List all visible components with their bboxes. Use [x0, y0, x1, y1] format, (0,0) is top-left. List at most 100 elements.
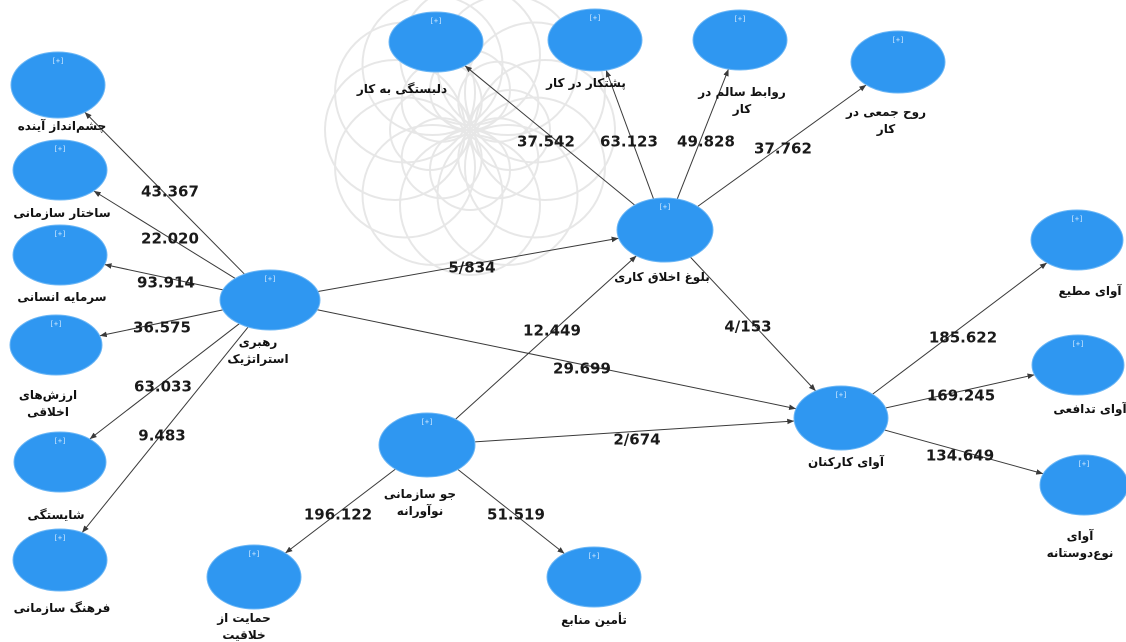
node-relations-shape[interactable]: [692, 9, 788, 71]
path-coefficient: 36.575: [133, 319, 191, 337]
node-prosocial-label: آوای: [1067, 528, 1095, 544]
path-coefficient: 196.122: [304, 506, 372, 524]
path-coefficient: 63.123: [600, 133, 658, 151]
node-creativity-label: حمایت از: [216, 611, 271, 625]
node-culture[interactable]: [+]: [12, 528, 108, 592]
node-ethics-label: بلوغ اخلاق کاری: [614, 270, 709, 285]
node-ethics[interactable]: [+]: [616, 197, 714, 263]
node-defensive-shape[interactable]: [1031, 334, 1125, 396]
node-expand-icon: [+]: [54, 437, 67, 445]
edge-ethics-to-voice: [690, 256, 817, 392]
node-interest[interactable]: [+]: [388, 11, 484, 73]
node-structure-shape[interactable]: [12, 139, 108, 201]
node-relations[interactable]: [+]: [692, 9, 788, 71]
node-defensive[interactable]: [+]: [1031, 334, 1125, 396]
node-merit-shape[interactable]: [13, 431, 107, 493]
node-prosocial[interactable]: [+]: [1039, 454, 1126, 516]
path-coefficient: 63.033: [134, 378, 192, 396]
node-structure-label: ساختار سازمانی: [13, 206, 110, 220]
node-structure[interactable]: [+]: [12, 139, 108, 201]
node-climate-label: نوآورانه: [397, 503, 443, 519]
node-merit[interactable]: [+]: [13, 431, 107, 493]
edge-leadership-to-merit: [89, 323, 240, 440]
node-voice-shape[interactable]: [793, 385, 889, 451]
edge-leadership-to-structure: [93, 190, 236, 279]
node-creativity-shape[interactable]: [206, 544, 302, 610]
node-voice[interactable]: [+]: [793, 385, 889, 451]
node-leadership-label: استراتژیک: [227, 352, 288, 366]
node-leadership[interactable]: [+]: [219, 269, 321, 331]
node-expand-icon: [+]: [1078, 460, 1091, 468]
node-expand-icon: [+]: [589, 14, 602, 22]
node-expand-icon: [+]: [1071, 215, 1084, 223]
node-vision-shape[interactable]: [10, 51, 106, 119]
node-vision[interactable]: [+]: [10, 51, 106, 119]
edge-ethics-to-collective: [697, 84, 867, 207]
edge-voice-to-obedient: [872, 262, 1048, 395]
node-expand-icon: [+]: [50, 320, 63, 328]
node-values-shape[interactable]: [9, 314, 103, 376]
edge-leadership-to-ethics: [317, 236, 619, 292]
path-coefficient: 37.542: [517, 133, 575, 151]
node-leadership-shape[interactable]: [219, 269, 321, 331]
node-collective-label: روح جمعی در: [845, 105, 926, 120]
node-values[interactable]: [+]: [9, 314, 103, 376]
node-culture-shape[interactable]: [12, 528, 108, 592]
node-diligence-shape[interactable]: [547, 8, 643, 72]
node-expand-icon: [+]: [588, 552, 601, 560]
node-climate[interactable]: [+]: [378, 412, 476, 478]
node-expand-icon: [+]: [892, 36, 905, 44]
path-coefficient: 169.245: [927, 387, 995, 405]
node-interest-shape[interactable]: [388, 11, 484, 73]
edge-voice-to-prosocial: [884, 429, 1044, 475]
node-expand-icon: [+]: [54, 145, 67, 153]
path-coefficient: 185.622: [929, 329, 997, 347]
edge-climate-to-creativity: [284, 468, 396, 554]
node-obedient-shape[interactable]: [1030, 209, 1124, 271]
node-expand-icon: [+]: [421, 418, 434, 426]
node-prosocial-shape[interactable]: [1039, 454, 1126, 516]
path-coefficient: 37.762: [754, 140, 812, 158]
path-coefficient: 29.699: [553, 360, 611, 378]
node-resources[interactable]: [+]: [546, 546, 642, 608]
edge-ethics-to-diligence: [605, 69, 655, 200]
node-resources-label: تأمین منابع: [561, 612, 627, 627]
node-expand-icon: [+]: [54, 534, 67, 542]
node-obedient-label: آوای مطیع: [1058, 283, 1122, 299]
edge-leadership-to-human: [104, 263, 224, 291]
edge-ethics-to-relations: [676, 68, 729, 200]
node-collective[interactable]: [+]: [850, 30, 946, 94]
edge-leadership-to-vision: [84, 111, 245, 275]
edge-leadership-to-values: [99, 309, 223, 338]
node-climate-shape[interactable]: [378, 412, 476, 478]
node-defensive-label: آوای تدافعی: [1053, 401, 1126, 417]
node-relations-label: روابط سالم در: [697, 85, 786, 100]
node-interest-label: دلبستگی به کار: [356, 82, 447, 96]
node-collective-shape[interactable]: [850, 30, 946, 94]
edge-climate-to-resources: [457, 469, 565, 555]
node-diligence[interactable]: [+]: [547, 8, 643, 72]
node-expand-icon: [+]: [52, 57, 65, 65]
node-human[interactable]: [+]: [12, 224, 108, 286]
node-human-shape[interactable]: [12, 224, 108, 286]
node-merit-label: شایستگی: [27, 508, 84, 522]
path-coefficient: 93.914: [137, 274, 195, 292]
edge-voice-to-defensive: [885, 373, 1035, 409]
node-human-label: سرمایه انسانی: [17, 290, 106, 304]
node-values-label: ارزش‌های: [19, 388, 77, 402]
node-obedient[interactable]: [+]: [1030, 209, 1124, 271]
node-ethics-shape[interactable]: [616, 197, 714, 263]
node-resources-shape[interactable]: [546, 546, 642, 608]
node-vision-label: چشم‌انداز آینده: [18, 118, 107, 133]
edge-climate-to-ethics: [455, 255, 637, 420]
edge-ethics-to-interest: [464, 65, 636, 206]
path-coefficient: 5/834: [448, 259, 495, 277]
node-expand-icon: [+]: [430, 17, 443, 25]
node-expand-icon: [+]: [659, 203, 672, 211]
path-coefficient: 134.649: [926, 447, 994, 465]
node-values-label: اخلاقی: [27, 405, 69, 419]
path-coefficient: 43.367: [141, 183, 199, 201]
node-creativity[interactable]: [+]: [206, 544, 302, 610]
node-climate-label: جو سازمانی: [384, 487, 456, 502]
